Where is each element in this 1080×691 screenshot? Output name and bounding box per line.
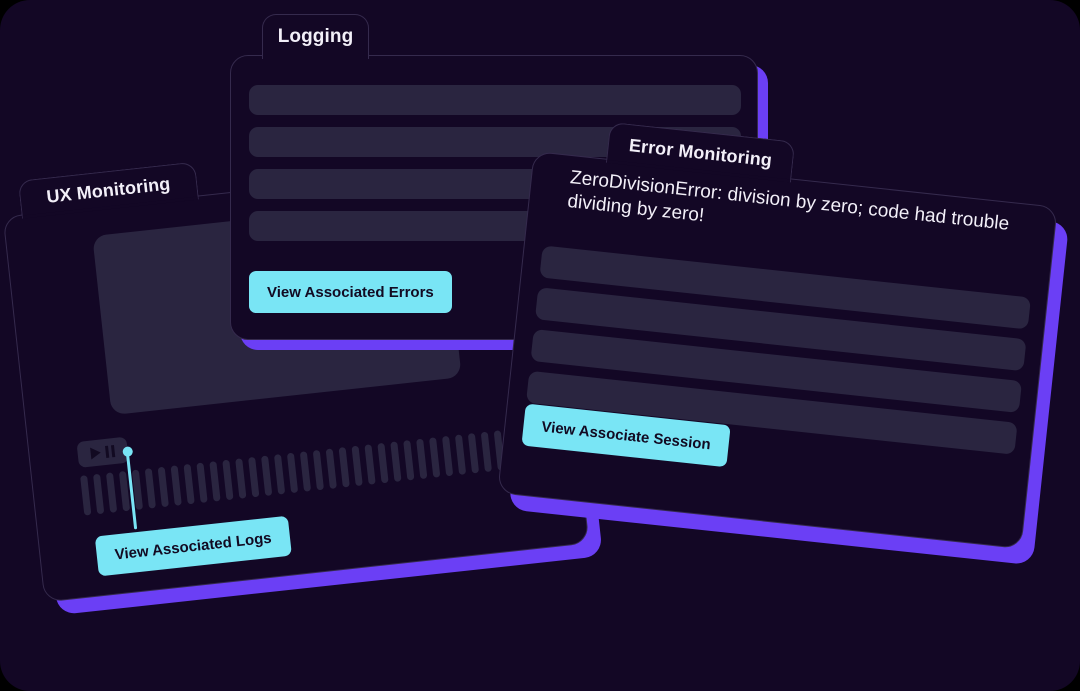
tab-ux-monitoring[interactable]: UX Monitoring (17, 161, 199, 219)
error-monitoring-card: Error Monitoring ZeroDivisionError: divi… (497, 121, 1070, 566)
waveform-bar (403, 440, 415, 481)
waveform-bar (209, 461, 221, 502)
waveform-bar (170, 465, 182, 506)
waveform-bar (105, 472, 118, 513)
waveform-bar (390, 441, 402, 482)
error-message-text: ZeroDivisionError: division by zero; cod… (566, 167, 1011, 235)
waveform-bar (248, 456, 260, 498)
tab-logging[interactable]: Logging (262, 14, 369, 59)
pause-icon[interactable] (105, 445, 116, 458)
waveform-bar (157, 466, 169, 508)
waveform-bar (467, 433, 480, 474)
waveform-bar (235, 458, 247, 499)
waveform-bar (222, 459, 234, 501)
waveform-bar (454, 434, 467, 475)
waveform-bar (338, 447, 350, 488)
waveform-bar (80, 475, 92, 516)
view-associated-errors-button[interactable]: View Associated Errors (249, 271, 452, 313)
waveform-bar (286, 452, 299, 494)
waveform-bar (312, 449, 325, 491)
waveform-bar (144, 468, 156, 509)
playback-controls[interactable] (76, 436, 129, 468)
waveform-bar (429, 437, 441, 478)
error-card-body: Error Monitoring ZeroDivisionError: divi… (497, 121, 1058, 550)
logging-tab-seam (263, 56, 368, 59)
waveform-bar (183, 463, 195, 505)
waveform-bar (196, 462, 208, 504)
log-row[interactable] (249, 85, 741, 115)
waveform-bar (273, 454, 286, 495)
waveform-bar (325, 448, 337, 489)
tab-logging-label: Logging (277, 26, 354, 47)
waveform-bar (261, 455, 273, 496)
waveform-bar (351, 445, 363, 487)
waveform-bar (441, 435, 454, 477)
waveform-bar (480, 431, 493, 473)
view-associated-logs-button[interactable]: View Associated Logs (94, 515, 292, 577)
waveform-bar (377, 442, 389, 484)
waveform-bar (416, 438, 428, 480)
waveform-bar (299, 451, 312, 492)
waveform-bar (364, 444, 376, 485)
waveform-bar (93, 473, 105, 515)
play-icon[interactable] (90, 446, 102, 460)
